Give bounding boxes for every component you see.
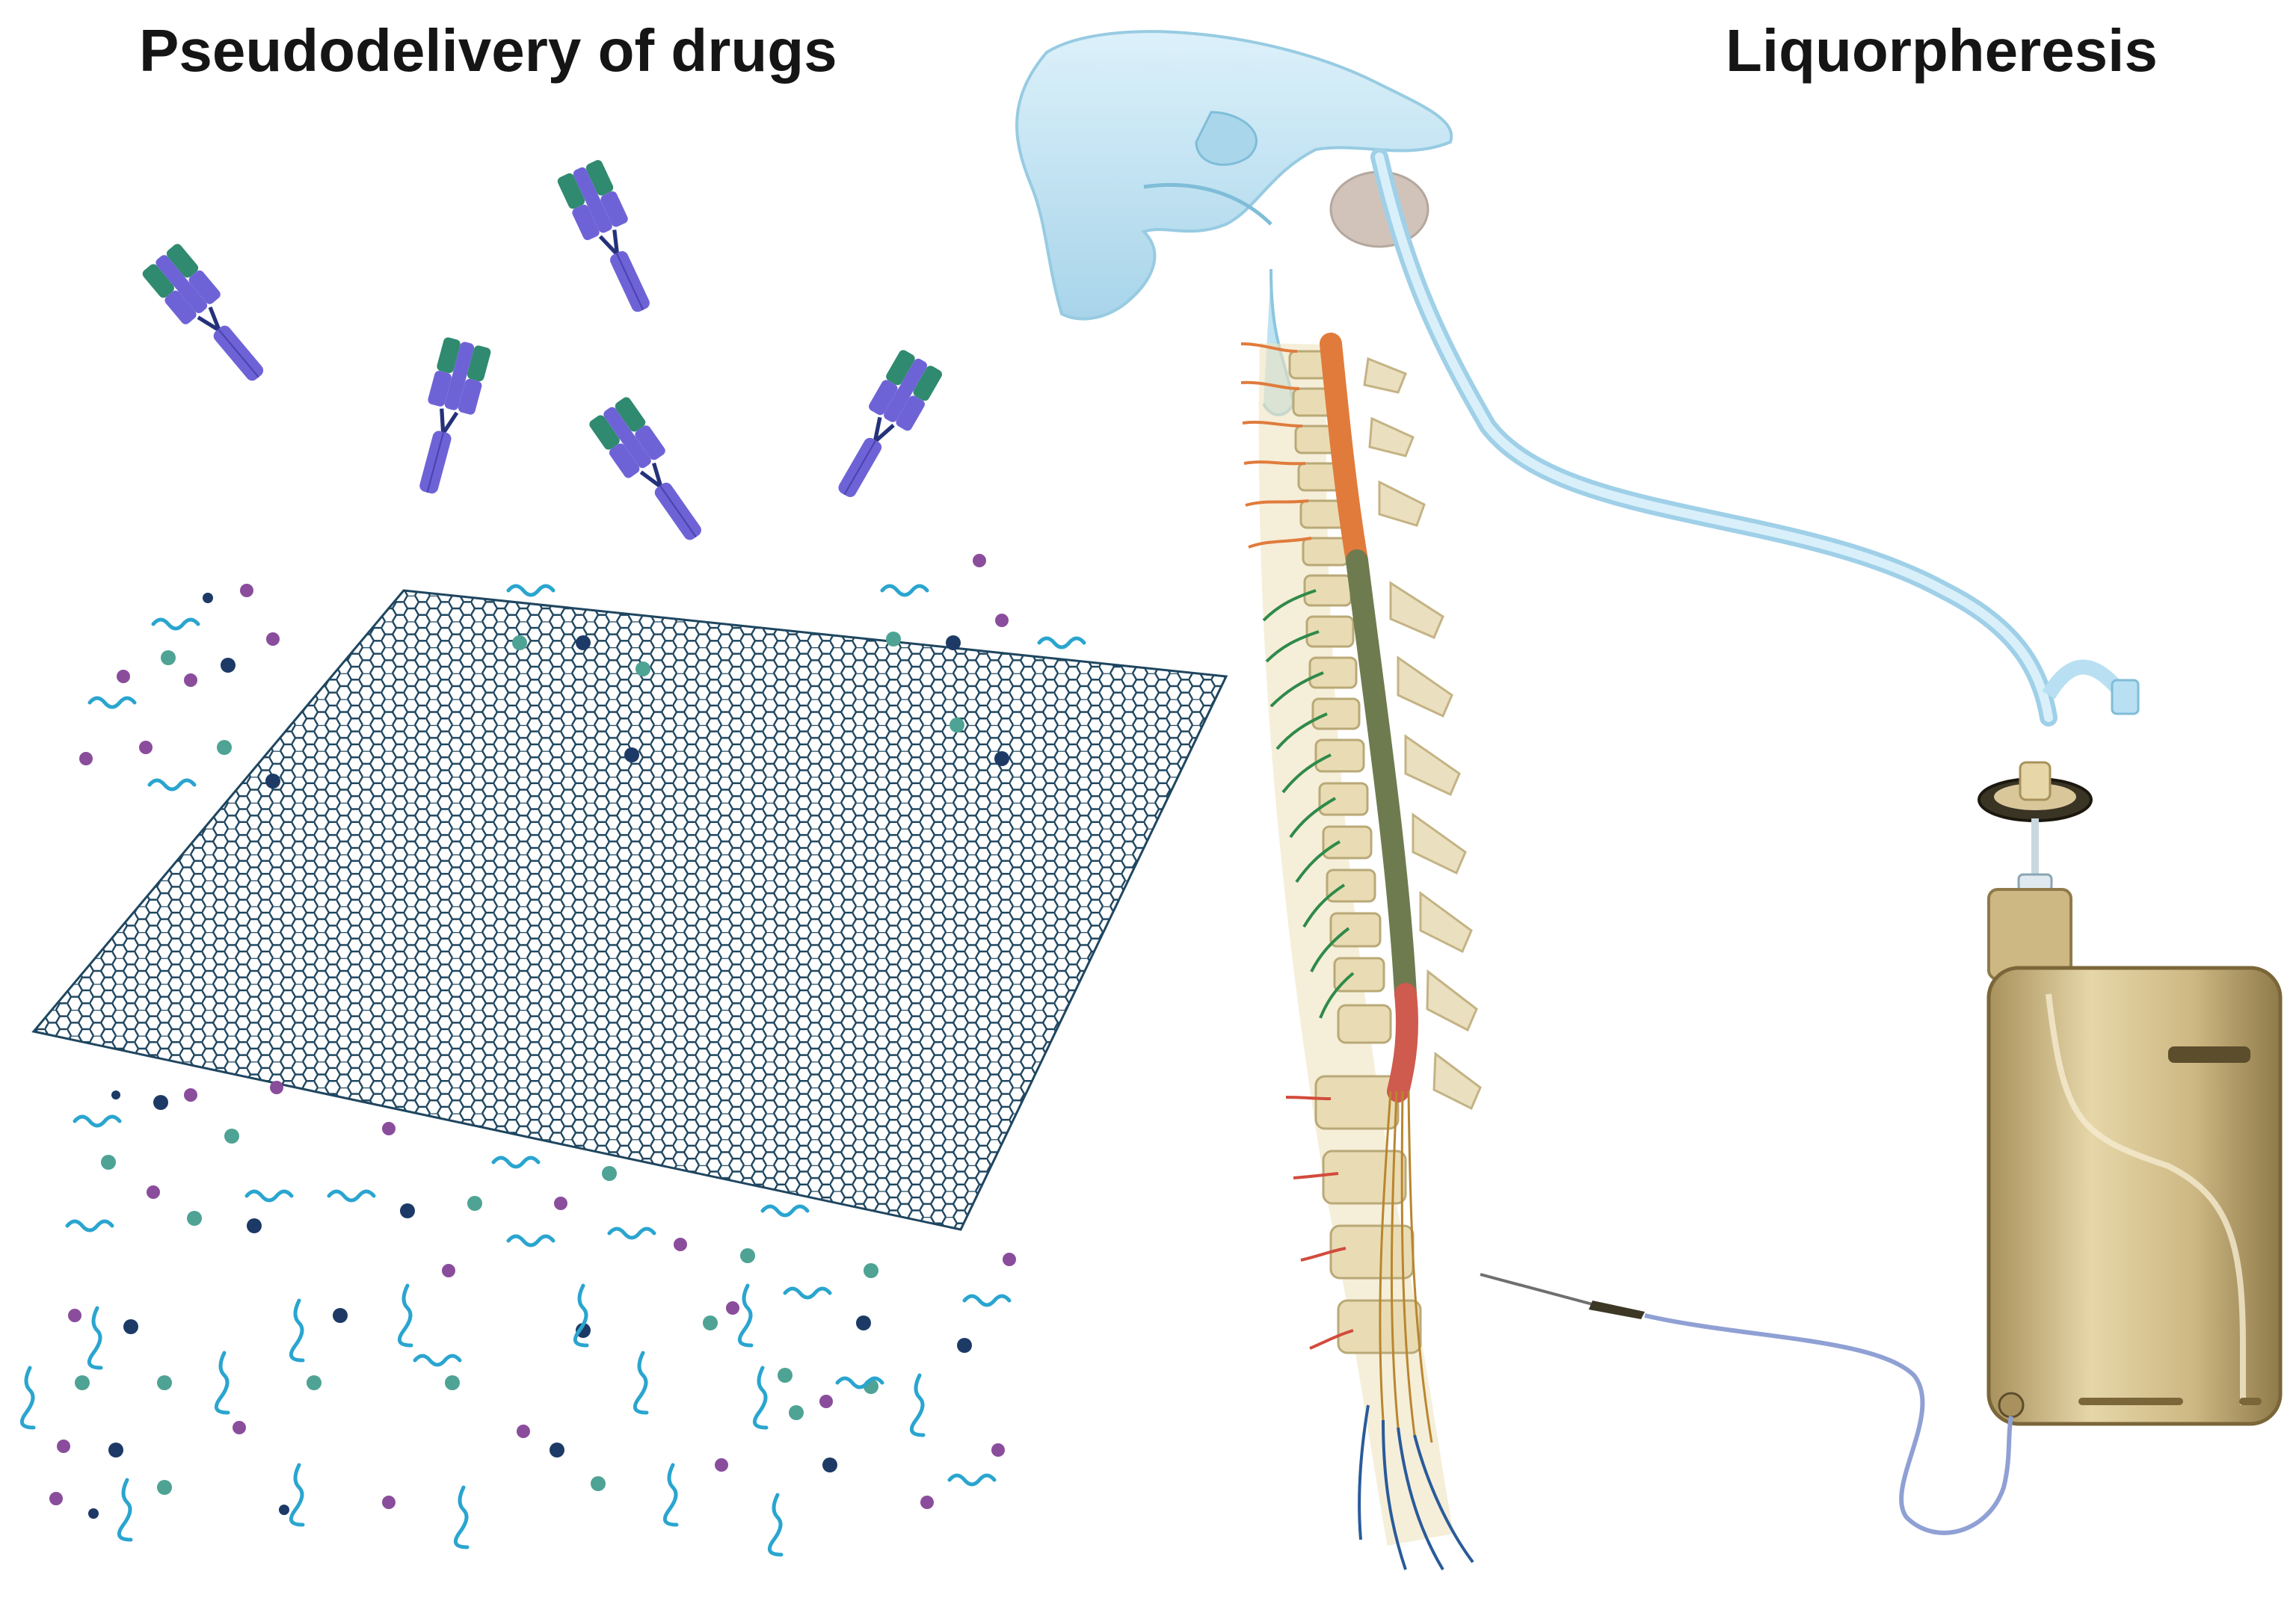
filter-disc — [1978, 761, 2093, 892]
spinal-column — [1240, 333, 1482, 1571]
antibody-icon — [141, 242, 278, 392]
antibody-icon — [824, 348, 944, 508]
pump-display-slot — [2168, 1046, 2250, 1063]
lumbar-needle — [1480, 1273, 2013, 1535]
brain-ventricles — [1015, 30, 1453, 416]
catheter-connector — [2111, 679, 2140, 715]
cord-thoracic — [1346, 549, 1417, 1005]
antibody-icon — [556, 158, 666, 320]
title-liquorpheresis: Liquorpheresis — [1726, 17, 2158, 84]
graphene-mesh — [31, 589, 1228, 1231]
liquorpheresis-pump — [1986, 888, 2283, 1426]
title-pseudodelivery: Pseudodelivery of drugs — [139, 17, 837, 84]
cord-cervical — [1320, 333, 1368, 572]
cord-lumbar — [1387, 983, 1418, 1102]
pump-port — [1998, 1392, 2025, 1419]
intraventricular-catheter — [1370, 148, 2140, 727]
particles — [19, 554, 1086, 1557]
antibody-group — [141, 158, 944, 550]
antibody-icon — [588, 395, 717, 551]
antibody-icon — [404, 336, 492, 499]
